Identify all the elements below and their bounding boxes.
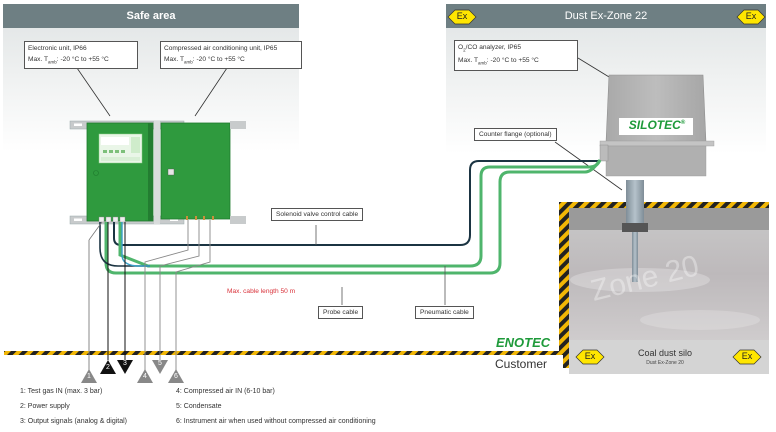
analyzer-brand-plate bbox=[619, 118, 693, 135]
callout-electronic-unit: Electronic unit, IP66 Max. Tamb: -20 °C … bbox=[24, 41, 138, 70]
safe-area-title: Safe area bbox=[126, 10, 176, 22]
callout-analyzer: O2/CO analyzer, IP65 Max. Tamb: -20 °C t… bbox=[454, 40, 578, 71]
hazard-boundary-line bbox=[4, 351, 563, 355]
callout-electronic-unit-title: Electronic unit, IP66 bbox=[28, 45, 87, 52]
connection-2-number: 2 bbox=[106, 364, 110, 371]
probe-tube bbox=[626, 180, 644, 232]
leader-air-unit bbox=[194, 67, 228, 117]
connection-3-triangle bbox=[117, 360, 133, 374]
ex-zone-header: Dust Ex-Zone 22 bbox=[446, 4, 766, 28]
customer-label: Customer bbox=[495, 357, 548, 371]
ex-icon-top-right bbox=[736, 9, 766, 25]
solenoid-cable-label: Solenoid valve control cable bbox=[271, 208, 364, 221]
analyzer-brand: SILOTEC® bbox=[628, 118, 686, 132]
connection-4-number: 4 bbox=[143, 373, 147, 380]
solenoid-valve-cable bbox=[113, 160, 600, 246]
legend-item-2: 2: Power supply bbox=[20, 403, 70, 410]
callout-air-unit-title: Compressed air conditioning unit, IP65 bbox=[164, 45, 278, 52]
ex-label-silo-right: Ex bbox=[741, 351, 753, 361]
ex-label-top-left: Ex bbox=[456, 11, 468, 21]
connection-5-triangle bbox=[152, 360, 168, 374]
connection-1-number: 1 bbox=[87, 373, 91, 380]
ex-label-silo-left: Ex bbox=[584, 351, 596, 361]
legend-item-4: 4: Compressed air IN (6-10 bar) bbox=[176, 388, 275, 395]
ex-zone-title: Dust Ex-Zone 22 bbox=[564, 10, 648, 22]
pneumatic-cable bbox=[118, 159, 602, 268]
pneumatic-cable-label: Pneumatic cable bbox=[415, 306, 474, 319]
connection-6-triangle bbox=[168, 369, 184, 383]
probe-tip bbox=[632, 232, 638, 282]
ex-icon-silo-left bbox=[575, 349, 605, 365]
connection-3-number: 3 bbox=[123, 360, 127, 367]
callout-analyzer-title: O2/CO analyzer, IP65 bbox=[458, 44, 521, 53]
silo-title: Coal dust silo bbox=[637, 348, 693, 358]
callout-air-unit: Compressed air conditioning unit, IP65 M… bbox=[160, 41, 302, 70]
max-cable-length-note: Max. cable length 50 m bbox=[227, 288, 296, 295]
connection-4-triangle bbox=[137, 369, 153, 383]
legend-item-6: 6: Instrument air when used without comp… bbox=[176, 418, 376, 425]
callout-analyzer-temp: Max. Tamb: -20 °C to +55 °C bbox=[458, 57, 539, 66]
legend-item-1: 1: Test gas IN (max. 3 bar) bbox=[20, 388, 103, 395]
callout-electronic-unit-temp: Max. Tamb: -20 °C to +55 °C bbox=[28, 56, 109, 65]
safe-area-header: Safe area bbox=[3, 4, 299, 28]
connection-6-number: 6 bbox=[174, 373, 178, 380]
ex-icon-silo-right bbox=[732, 349, 762, 365]
enotec-label: ENOTEC bbox=[496, 335, 551, 350]
legend-item-3: 3: Output signals (analog & digital) bbox=[20, 418, 128, 425]
air-unit-valve bbox=[167, 168, 175, 176]
connection-5-number: 5 bbox=[158, 360, 162, 367]
ex-icon-top-left bbox=[447, 9, 477, 25]
ex-label-top-right: Ex bbox=[745, 11, 757, 21]
connection-1-triangle bbox=[81, 369, 97, 383]
legend-item-5: 5: Condensate bbox=[176, 403, 222, 410]
leader-electronic-unit bbox=[76, 67, 111, 117]
connection-2-triangle bbox=[100, 360, 116, 374]
probe-cable-label: Probe cable bbox=[318, 306, 364, 319]
probe-cable bbox=[104, 159, 602, 275]
counter-flange-label: Counter flange (optional) bbox=[474, 128, 557, 141]
silo-subtitle: Dust Ex-Zone 20 bbox=[646, 360, 684, 366]
leader-analyzer bbox=[577, 57, 615, 81]
callout-air-unit-temp: Max. Tamb: -20 °C to +55 °C bbox=[164, 56, 245, 65]
